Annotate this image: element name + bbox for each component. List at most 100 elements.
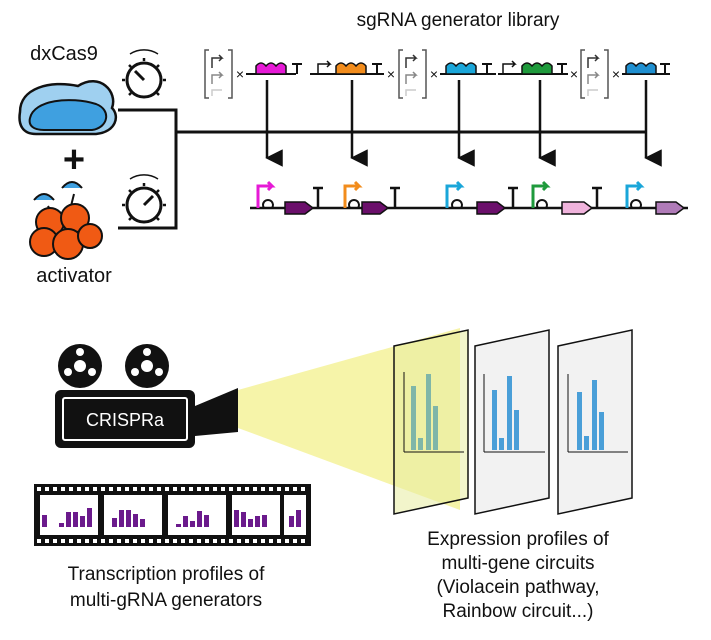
film-sprocket-hole: [245, 487, 249, 491]
film-sprocket-hole: [189, 539, 193, 543]
sgrna-orange: [335, 62, 367, 75]
film-sprocket-hole: [149, 487, 153, 491]
film-sprocket-hole: [37, 487, 41, 491]
film-sprocket-hole: [301, 539, 305, 543]
expression-caption-line-1: Expression profiles of: [427, 529, 609, 550]
film-sprocket-hole: [293, 487, 297, 491]
film-sprocket-hole: [277, 487, 281, 491]
film-sprocket-hole: [109, 487, 113, 491]
activator-label: activator: [36, 265, 112, 287]
film-sprocket-hole: [197, 539, 201, 543]
film-sprocket-hole: [173, 539, 177, 543]
film-sprocket-hole: [45, 539, 49, 543]
transcription-caption-line-1: Transcription profiles of: [68, 564, 265, 585]
film-sprocket-hole: [77, 487, 81, 491]
film-sprocket-hole: [205, 539, 209, 543]
film-sprocket-hole: [173, 487, 177, 491]
film-sprocket-hole: [205, 487, 209, 491]
film-sprocket-hole: [285, 487, 289, 491]
film-strip: [34, 484, 311, 546]
transcription-caption-line-2: multi-gRNA generators: [70, 590, 262, 611]
film-sprocket-hole: [181, 487, 185, 491]
knob-bottom-icon: [122, 174, 166, 224]
connector-lines: [118, 108, 646, 230]
film-sprocket-hole: [221, 539, 225, 543]
film-sprocket-hole: [61, 487, 65, 491]
film-sprocket-hole: [85, 487, 89, 491]
film-sprocket-hole: [157, 539, 161, 543]
times-4: ×: [570, 66, 578, 82]
film-sprocket-hole: [165, 539, 169, 543]
film-sprocket-hole: [93, 487, 97, 491]
film-sprocket-hole: [237, 539, 241, 543]
film-sprocket-hole: [133, 539, 137, 543]
film-sprocket-hole: [269, 487, 273, 491]
film-sprocket-hole: [69, 539, 73, 543]
film-sprocket-hole: [149, 539, 153, 543]
activator-complex: [29, 181, 103, 260]
sgrna-magenta: [255, 62, 287, 75]
plus-sign: +: [63, 139, 85, 181]
film-sprocket-hole: [45, 487, 49, 491]
film-sprocket-hole: [101, 539, 105, 543]
film-sprocket-hole: [125, 539, 129, 543]
film-sprocket-hole: [117, 539, 121, 543]
film-sprocket-hole: [197, 487, 201, 491]
film-sprocket-hole: [125, 487, 129, 491]
film-sprocket-hole: [213, 487, 217, 491]
times-1: ×: [236, 66, 244, 82]
film-sprocket-hole: [109, 539, 113, 543]
expression-caption-line-2: multi-gene circuits: [441, 553, 594, 574]
promoter-bracket-3: [580, 49, 609, 99]
film-sprocket-hole: [213, 539, 217, 543]
film-sprocket-hole: [245, 539, 249, 543]
dxcas9-protein: [18, 80, 117, 136]
film-sprocket-hole: [293, 539, 297, 543]
film-sprocket-hole: [85, 539, 89, 543]
film-sprocket-hole: [221, 487, 225, 491]
sgrna-library-row: × × × × ×: [204, 49, 670, 99]
promoter-bracket-1: [204, 49, 233, 99]
promoter-bracket-2: [398, 49, 427, 99]
film-sprocket-hole: [101, 487, 105, 491]
film-sprocket-hole: [189, 487, 193, 491]
expression-caption-line-3: (Violacein pathway,: [436, 577, 599, 598]
film-sprocket-hole: [165, 487, 169, 491]
film-sprocket-hole: [61, 539, 65, 543]
film-sprocket-hole: [269, 539, 273, 543]
expression-panel-2: [474, 329, 550, 515]
library-title: sgRNA generator library: [357, 10, 560, 31]
film-sprocket-hole: [261, 487, 265, 491]
dxcas9-label: dxCas9: [30, 43, 98, 65]
arrows-down: [265, 80, 662, 167]
sgrna-cyan: [445, 62, 477, 75]
times-3: ×: [430, 66, 438, 82]
times-2: ×: [387, 66, 395, 82]
film-sprocket-hole: [37, 539, 41, 543]
film-sprocket-hole: [277, 539, 281, 543]
expression-panel-3: [557, 329, 633, 515]
film-sprocket-hole: [77, 539, 81, 543]
film-sprocket-hole: [69, 487, 73, 491]
film-sprocket-hole: [133, 487, 137, 491]
sgrna-green: [521, 62, 553, 75]
film-sprocket-hole: [253, 539, 257, 543]
camera-icon: [55, 344, 238, 448]
camera-label: CRISPRa: [86, 410, 165, 430]
film-sprocket-hole: [53, 539, 57, 543]
film-sprocket-hole: [181, 539, 185, 543]
expression-panel-1: [393, 329, 469, 515]
film-sprocket-hole: [117, 487, 121, 491]
film-sprocket-hole: [237, 487, 241, 491]
expression-caption-line-4: Rainbow circuit...): [443, 601, 594, 622]
film-sprocket-hole: [141, 539, 145, 543]
film-sprocket-hole: [229, 539, 233, 543]
target-circuit-row: [250, 180, 688, 215]
film-sprocket-hole: [53, 487, 57, 491]
times-5: ×: [612, 66, 620, 82]
film-sprocket-hole: [285, 539, 289, 543]
film-sprocket-hole: [229, 487, 233, 491]
film-sprocket-hole: [301, 487, 305, 491]
film-sprocket-hole: [141, 487, 145, 491]
film-sprocket-hole: [253, 487, 257, 491]
